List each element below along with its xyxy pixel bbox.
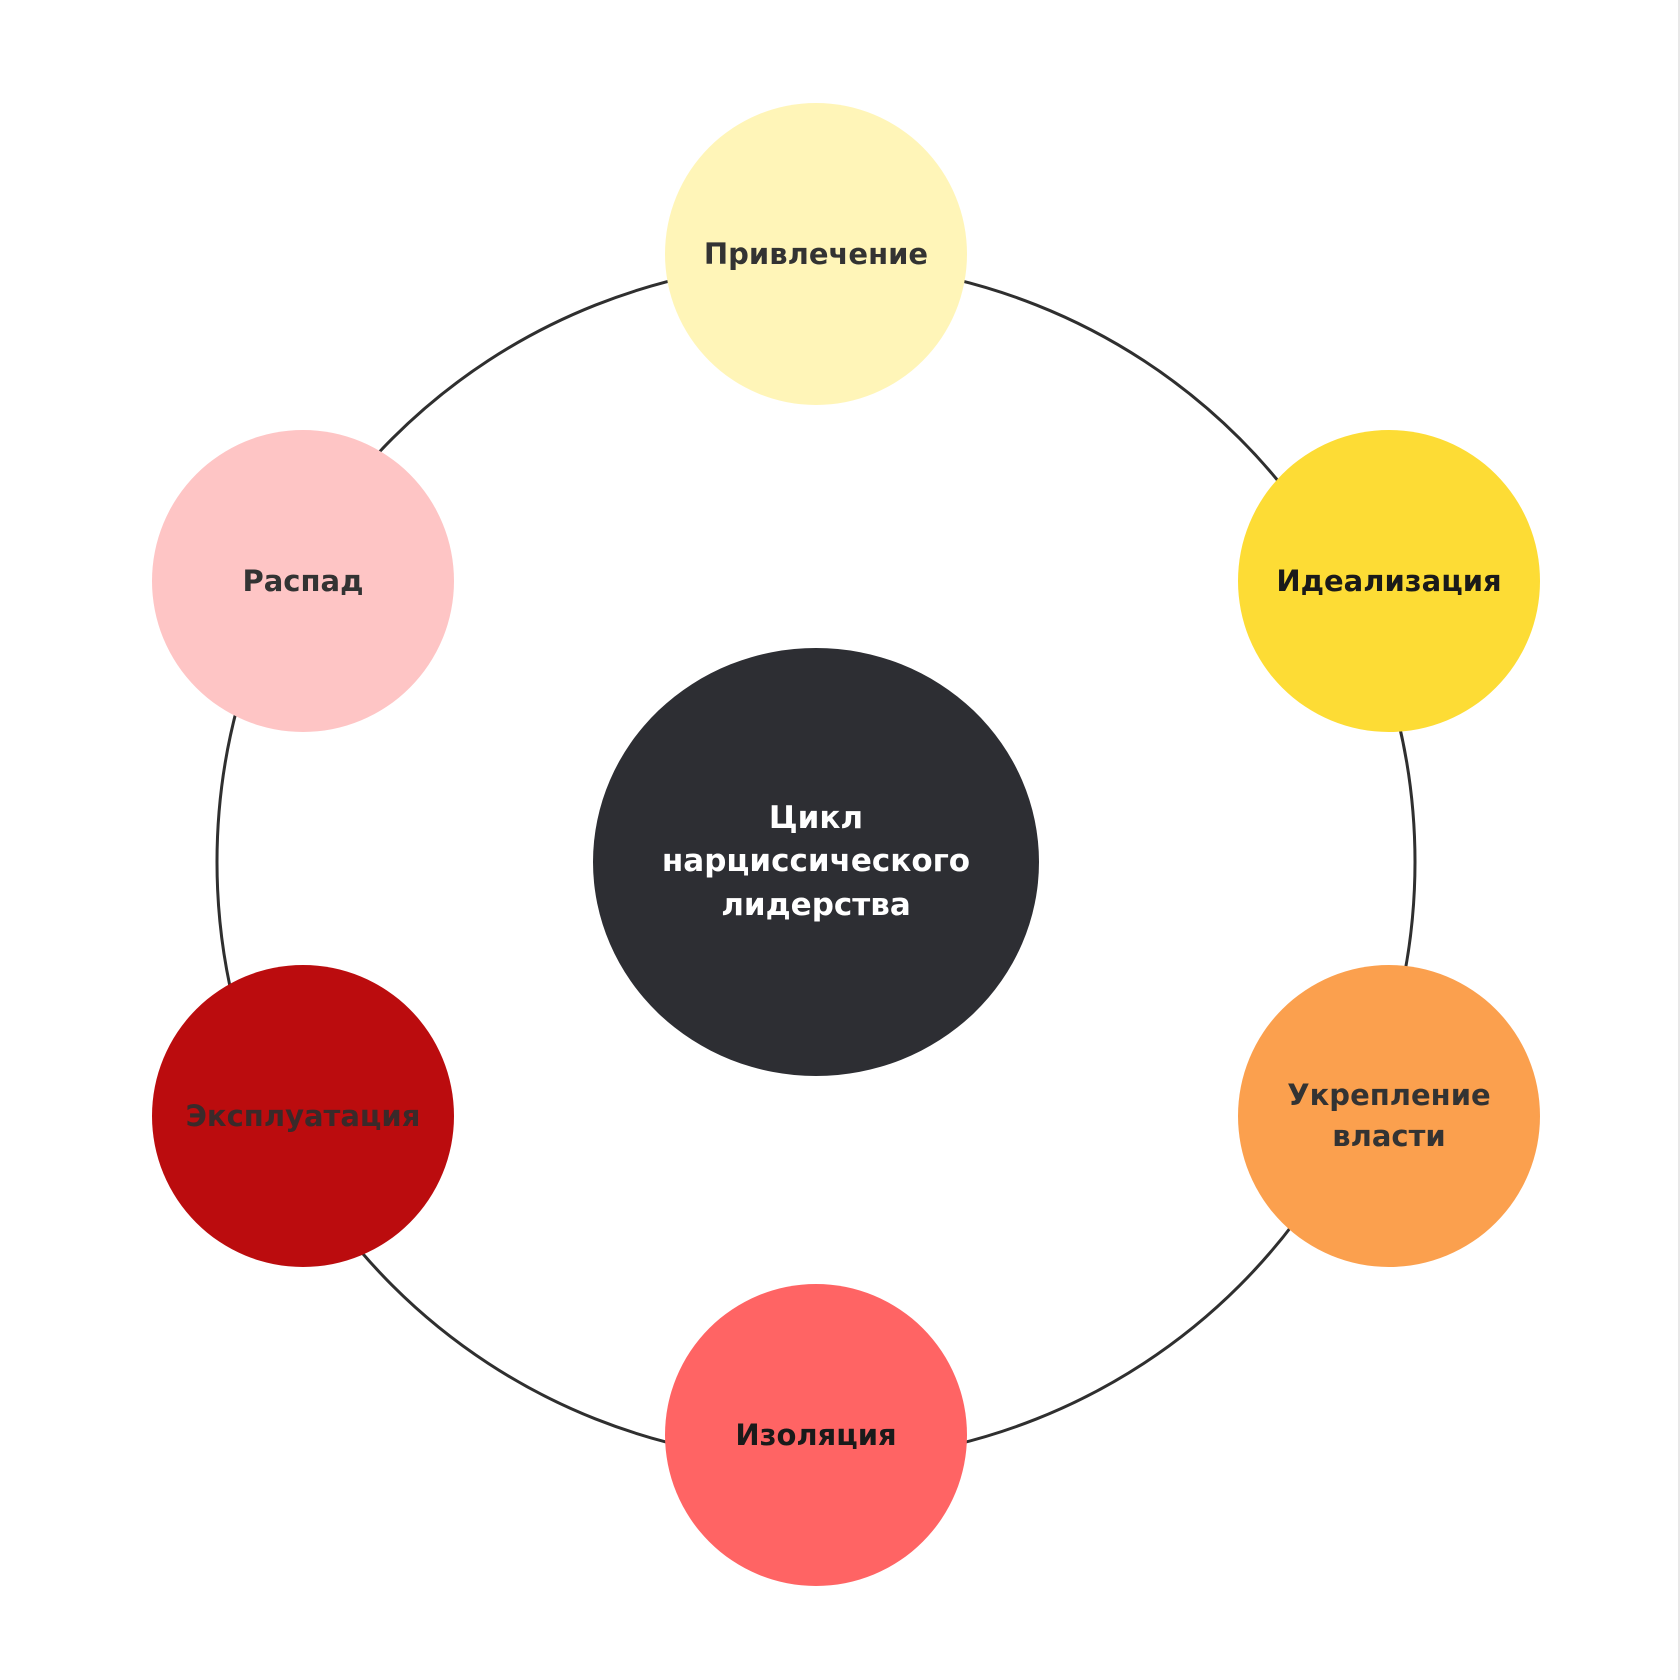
stage-label: Изоляция [735,1417,897,1452]
stage-label-line1: Укрепление [1287,1078,1491,1113]
center-title: Цикл нарциссического лидерства [593,648,1039,1076]
stage-label: Идеализация [1276,563,1502,598]
right-border [1678,0,1680,1680]
stage-label-line2: власти [1332,1119,1446,1153]
stage-label: Распад [242,563,364,598]
stage-label: Привлечение [703,236,929,271]
center-line1: Цикл [768,799,864,836]
stage-attraction: Привлечение [665,103,967,405]
stage-label: Эксплуатация [185,1098,421,1133]
stage-collapse: Распад [152,430,454,732]
stage-exploitation: Эксплуатация [152,965,454,1267]
center-line3: лидерства [721,886,911,923]
stage-power-consolidation: Укрепление власти [1238,965,1540,1267]
center-line2: нарциссического [661,843,971,880]
stage-idealization: Идеализация [1238,430,1540,732]
stage-isolation: Изоляция [665,1284,967,1586]
